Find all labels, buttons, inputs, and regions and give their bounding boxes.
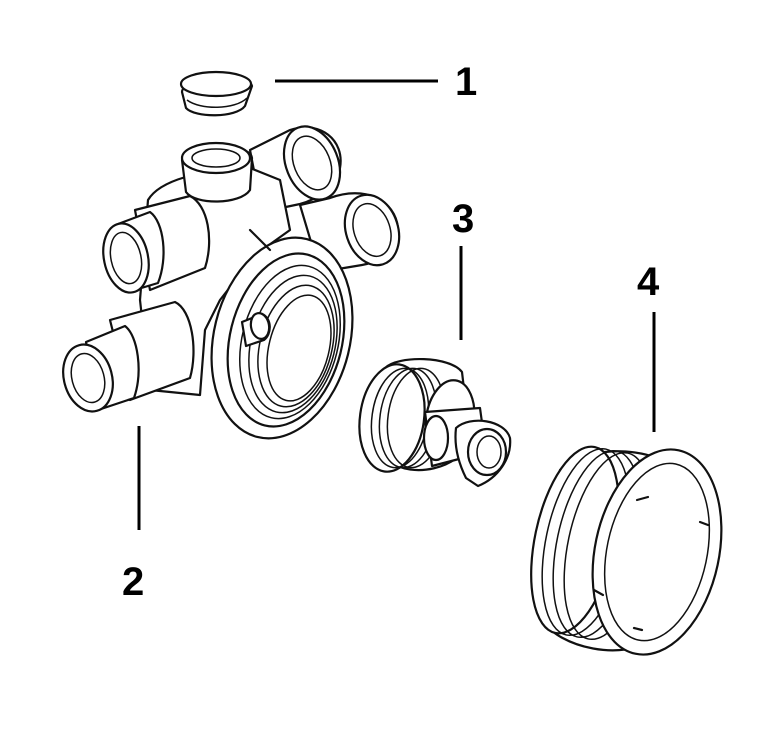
part-1-cap — [179, 70, 254, 117]
part-2-manifold-body — [62, 125, 401, 440]
part-4-threaded-ring — [530, 445, 723, 656]
part-3-jet-insert — [358, 358, 512, 488]
callout-3-label: 3 — [452, 197, 474, 241]
callout-2-label: 2 — [122, 560, 144, 604]
callout-4-label: 4 — [637, 260, 660, 304]
callout-1-label: 1 — [455, 60, 477, 104]
